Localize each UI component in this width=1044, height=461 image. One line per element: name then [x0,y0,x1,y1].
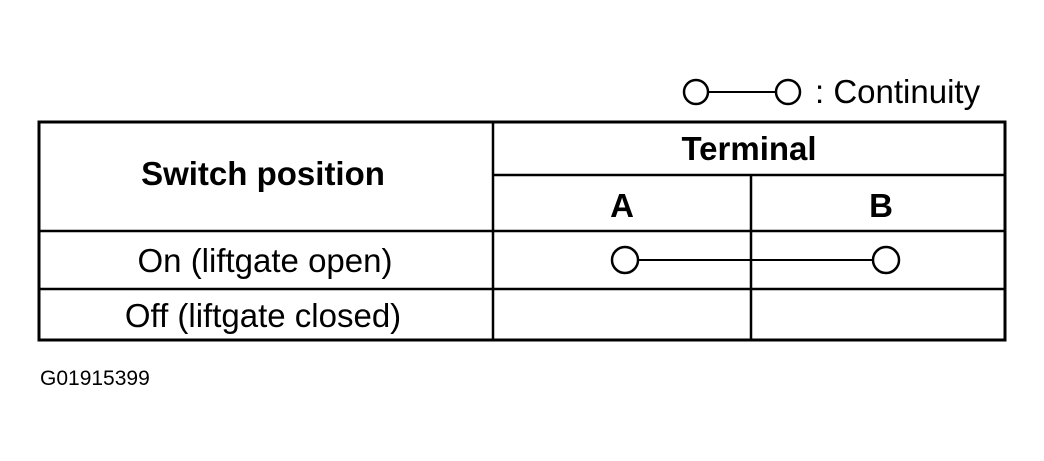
switch-position-header: Switch position [141,155,385,192]
terminal-header: Terminal [681,130,817,167]
terminal-a-circle-icon [610,245,640,275]
terminal-b-circle-icon [871,245,901,275]
continuity-symbol-icon [682,78,802,106]
terminal-a-header: A [610,187,634,224]
row-off-position: Off (liftgate closed) [124,297,402,334]
continuity-legend: : Continuity [678,70,1008,114]
figure-id: G01915399 [40,367,150,390]
terminal-b-header: B [869,187,893,224]
continuity-connection-on-row [610,245,901,275]
row-on-position: On (liftgate open) [137,242,393,279]
legend-label: : Continuity [815,73,981,110]
